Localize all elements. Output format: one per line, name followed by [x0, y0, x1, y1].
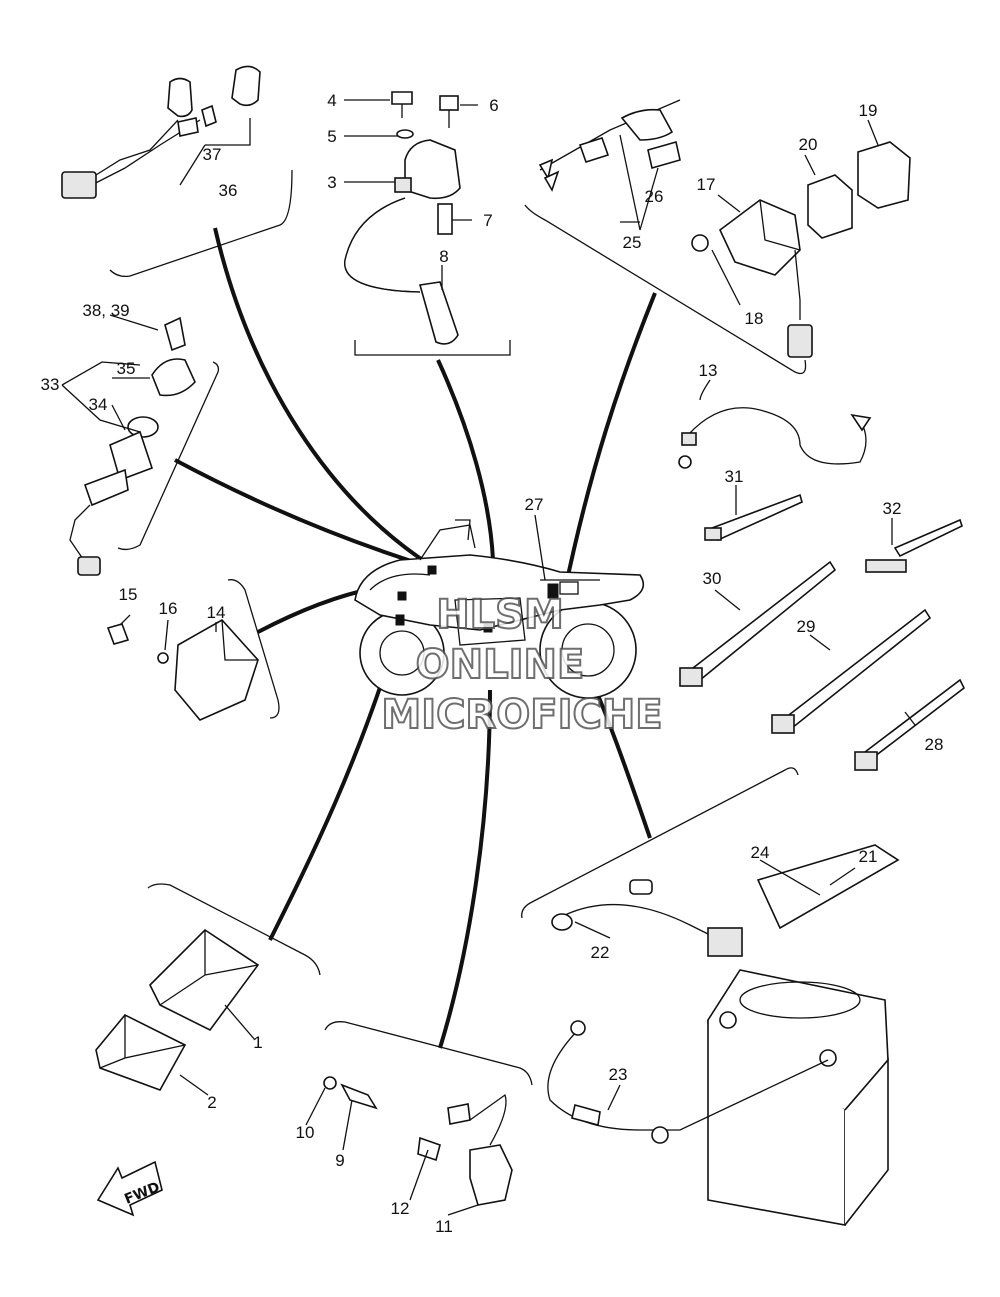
callout-leaders [61, 99, 916, 1216]
callout-7: 7 [483, 211, 492, 230]
callout-20: 20 [799, 135, 818, 154]
callout-27: 27 [525, 495, 544, 514]
callout-3: 3 [327, 173, 336, 192]
callout-30: 30 [703, 569, 722, 588]
callout-37: 37 [203, 145, 222, 164]
callout-23: 23 [609, 1065, 628, 1084]
callout-2: 2 [207, 1093, 216, 1112]
callout-26: 26 [645, 187, 664, 206]
callout-16: 16 [159, 599, 178, 618]
callout-12: 12 [391, 1199, 410, 1218]
callout-35: 35 [117, 359, 136, 378]
callout-28: 28 [925, 735, 944, 754]
cdi-unit-group [95, 928, 260, 1091]
atv-vehicle [354, 519, 645, 699]
main-switch-group [69, 316, 196, 576]
wire-and-ties [678, 407, 966, 771]
fwd-arrow: FWD [96, 1160, 163, 1217]
callout-5: 5 [327, 127, 336, 146]
callout-15: 15 [119, 585, 138, 604]
callout-31: 31 [725, 467, 744, 486]
callout-33: 33 [41, 375, 60, 394]
battery-leads [547, 879, 829, 1144]
callout-17: 17 [697, 175, 716, 194]
callout-13: 13 [699, 361, 718, 380]
callout-1: 1 [253, 1033, 262, 1052]
callout-18: 18 [745, 309, 764, 328]
callout-labels: 1 2 3 4 5 6 7 8 9 10 11 12 13 14 15 16 1… [41, 91, 944, 1236]
callout-19: 19 [859, 101, 878, 120]
relay-group [538, 99, 911, 358]
callout-4: 4 [327, 91, 336, 110]
watermark-line3: MICROFICHE [381, 692, 662, 738]
group-brackets [109, 169, 807, 1086]
battery-group [707, 844, 900, 1226]
callout-24: 24 [751, 843, 770, 862]
callout-9: 9 [335, 1151, 344, 1170]
callout-14: 14 [207, 603, 226, 622]
callout-22: 22 [591, 943, 610, 962]
watermark: HLSM ONLINE MICROFICHE [380, 591, 663, 739]
callout-32: 32 [883, 499, 902, 518]
callout-38-39: 38, 39 [82, 301, 129, 320]
callout-25: 25 [623, 233, 642, 252]
neutral-switch-group [323, 1076, 513, 1206]
rectifier-group [106, 618, 259, 721]
callout-8: 8 [439, 247, 448, 266]
callout-34: 34 [89, 395, 108, 414]
callout-11: 11 [435, 1217, 453, 1236]
leader-lines [174, 227, 657, 1049]
callout-36: 36 [219, 181, 238, 200]
callout-29: 29 [797, 617, 816, 636]
watermark-line1: HLSM [436, 592, 564, 638]
ignition-coil [344, 91, 461, 345]
callout-10: 10 [296, 1123, 315, 1142]
wire-harness-36 [61, 65, 261, 199]
callout-21: 21 [859, 847, 878, 866]
watermark-line2: ONLINE [416, 642, 585, 688]
callout-6: 6 [489, 96, 498, 115]
